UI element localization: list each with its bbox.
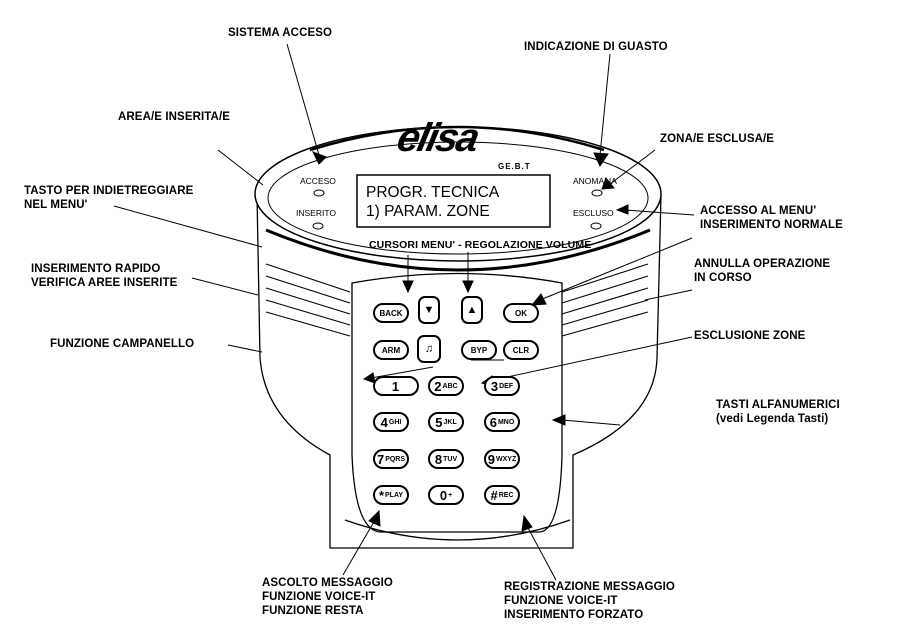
led-label-anomalia: ANOMALIA bbox=[573, 176, 617, 186]
lcd-text: PROGR. TECNICA 1) PARAM. ZONE bbox=[366, 183, 544, 221]
led-acceso bbox=[313, 189, 325, 197]
leader-lines bbox=[113, 43, 695, 581]
callout-tasti-alfanumerici: TASTI ALFANUMERICI (vedi Legenda Tasti) bbox=[716, 399, 840, 425]
led-inserito bbox=[312, 222, 324, 230]
callout-sistema-acceso: SISTEMA ACCESO bbox=[228, 27, 333, 39]
bell-icon: ♫ bbox=[424, 343, 434, 355]
led-anomalia bbox=[591, 189, 603, 197]
cursor-up-key[interactable]: ▲ bbox=[461, 296, 483, 324]
callout-area-inserita: AREA/E INSERITA/E bbox=[118, 111, 231, 123]
clr-key[interactable]: CLR bbox=[503, 340, 539, 360]
triangle-down-icon: ▼ bbox=[423, 304, 435, 316]
byp-key[interactable]: BYP bbox=[461, 340, 497, 360]
callout-zona-esclusa: ZONA/E ESCLUSA/E bbox=[660, 133, 775, 145]
callout-campanello: FUNZIONE CAMPANELLO bbox=[50, 338, 195, 350]
right-grille bbox=[561, 263, 649, 337]
lcd-line-2: 1) PARAM. ZONE bbox=[366, 203, 490, 220]
back-key[interactable]: BACK bbox=[373, 303, 409, 323]
callout-annulla: ANNULLA OPERAZIONE IN CORSO bbox=[694, 258, 831, 284]
cursor-down-key[interactable]: ▼ bbox=[418, 296, 440, 324]
ok-key[interactable]: OK bbox=[503, 303, 539, 323]
lcd-display bbox=[356, 174, 551, 228]
arm-key[interactable]: ARM bbox=[373, 340, 409, 360]
left-grille bbox=[265, 263, 351, 337]
chime-key[interactable]: ♫ bbox=[417, 335, 441, 363]
key-star-play[interactable]: *PLAY bbox=[373, 485, 409, 505]
key-hash-rec[interactable]: #REC bbox=[484, 485, 520, 505]
callout-inserimento-rapido: INSERIMENTO RAPIDO VERIFICA AREE INSERIT… bbox=[31, 263, 178, 289]
led-label-acceso: ACCESO bbox=[300, 176, 336, 186]
brand-sub: GE.B.T bbox=[498, 162, 531, 171]
led-label-inserito: INSERITO bbox=[296, 208, 336, 218]
key-1[interactable]: 1 bbox=[373, 376, 419, 396]
callout-indicazione-guasto: INDICAZIONE DI GUASTO bbox=[524, 41, 668, 53]
led-escluso bbox=[590, 222, 602, 230]
lcd-line-1: PROGR. TECNICA bbox=[366, 184, 500, 201]
led-label-escluso: ESCLUSO bbox=[573, 208, 614, 218]
triangle-up-icon: ▲ bbox=[466, 304, 478, 316]
key-0[interactable]: 0+ bbox=[428, 485, 464, 505]
callout-registrazione: REGISTRAZIONE MESSAGGIO FUNZIONE VOICE-I… bbox=[504, 581, 675, 621]
brand-logo: elisa bbox=[393, 116, 482, 160]
callout-cursori: CURSORI MENU' - REGOLAZIONE VOLUME bbox=[369, 239, 592, 251]
device-body bbox=[256, 194, 662, 549]
callout-esclusione-zone: ESCLUSIONE ZONE bbox=[694, 330, 806, 342]
callout-accesso-menu: ACCESSO AL MENU' INSERIMENTO NORMALE bbox=[700, 205, 843, 231]
callout-ascolto: ASCOLTO MESSAGGIO FUNZIONE VOICE-IT FUNZ… bbox=[262, 577, 393, 617]
callout-tasto-indietro: TASTO PER INDIETREGGIARE NEL MENU' bbox=[24, 185, 194, 211]
